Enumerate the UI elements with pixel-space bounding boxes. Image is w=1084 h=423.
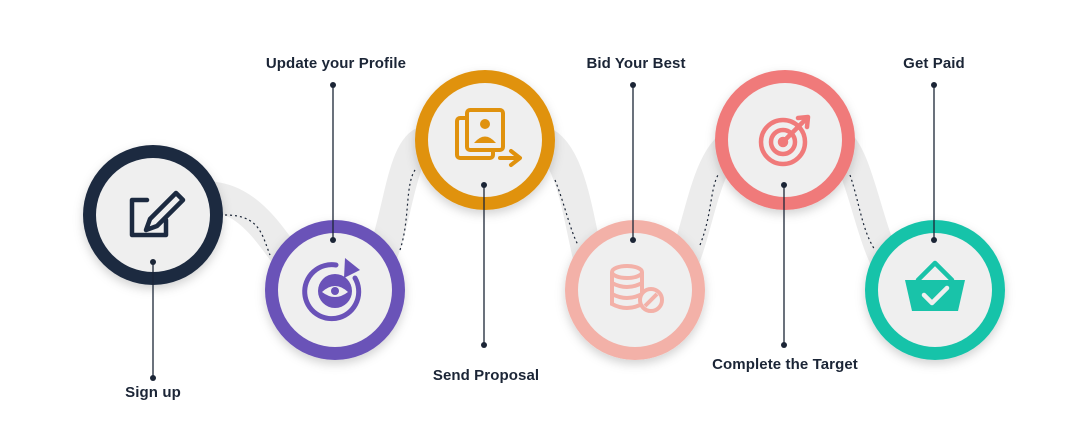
connector-get-paid: [931, 82, 937, 243]
step-label-bid-your-best: Bid Your Best: [586, 55, 686, 72]
step-complete-target: [715, 70, 855, 348]
step-sign-up: [83, 145, 223, 381]
step-send-proposal: [415, 70, 555, 348]
connector-update-profile: [330, 82, 336, 243]
connector-bid-your-best: [630, 82, 636, 243]
basket-check-icon: [905, 260, 965, 311]
profile-sync-icon: [302, 258, 362, 322]
connector-send-proposal: [481, 182, 487, 348]
target-icon: [758, 114, 811, 167]
step-label-update-profile: Update your Profile: [265, 55, 407, 72]
step-label-complete-target: Complete the Target: [712, 356, 858, 373]
connector-complete-target: [781, 182, 787, 348]
edit-icon: [129, 190, 186, 238]
step-get-paid: [865, 82, 1005, 360]
step-update-profile: [265, 82, 405, 360]
database-icon: [610, 264, 664, 313]
wave-track: [138, 125, 910, 290]
step-bid-your-best: [565, 82, 705, 360]
send-proposal-icon: [455, 108, 522, 167]
step-label-sign-up: Sign up: [125, 384, 181, 401]
step-label-get-paid: Get Paid: [903, 55, 965, 72]
connector-sign-up: [150, 259, 156, 381]
dotted-connectors: [224, 169, 876, 256]
step-label-send-proposal: Send Proposal: [432, 367, 540, 384]
